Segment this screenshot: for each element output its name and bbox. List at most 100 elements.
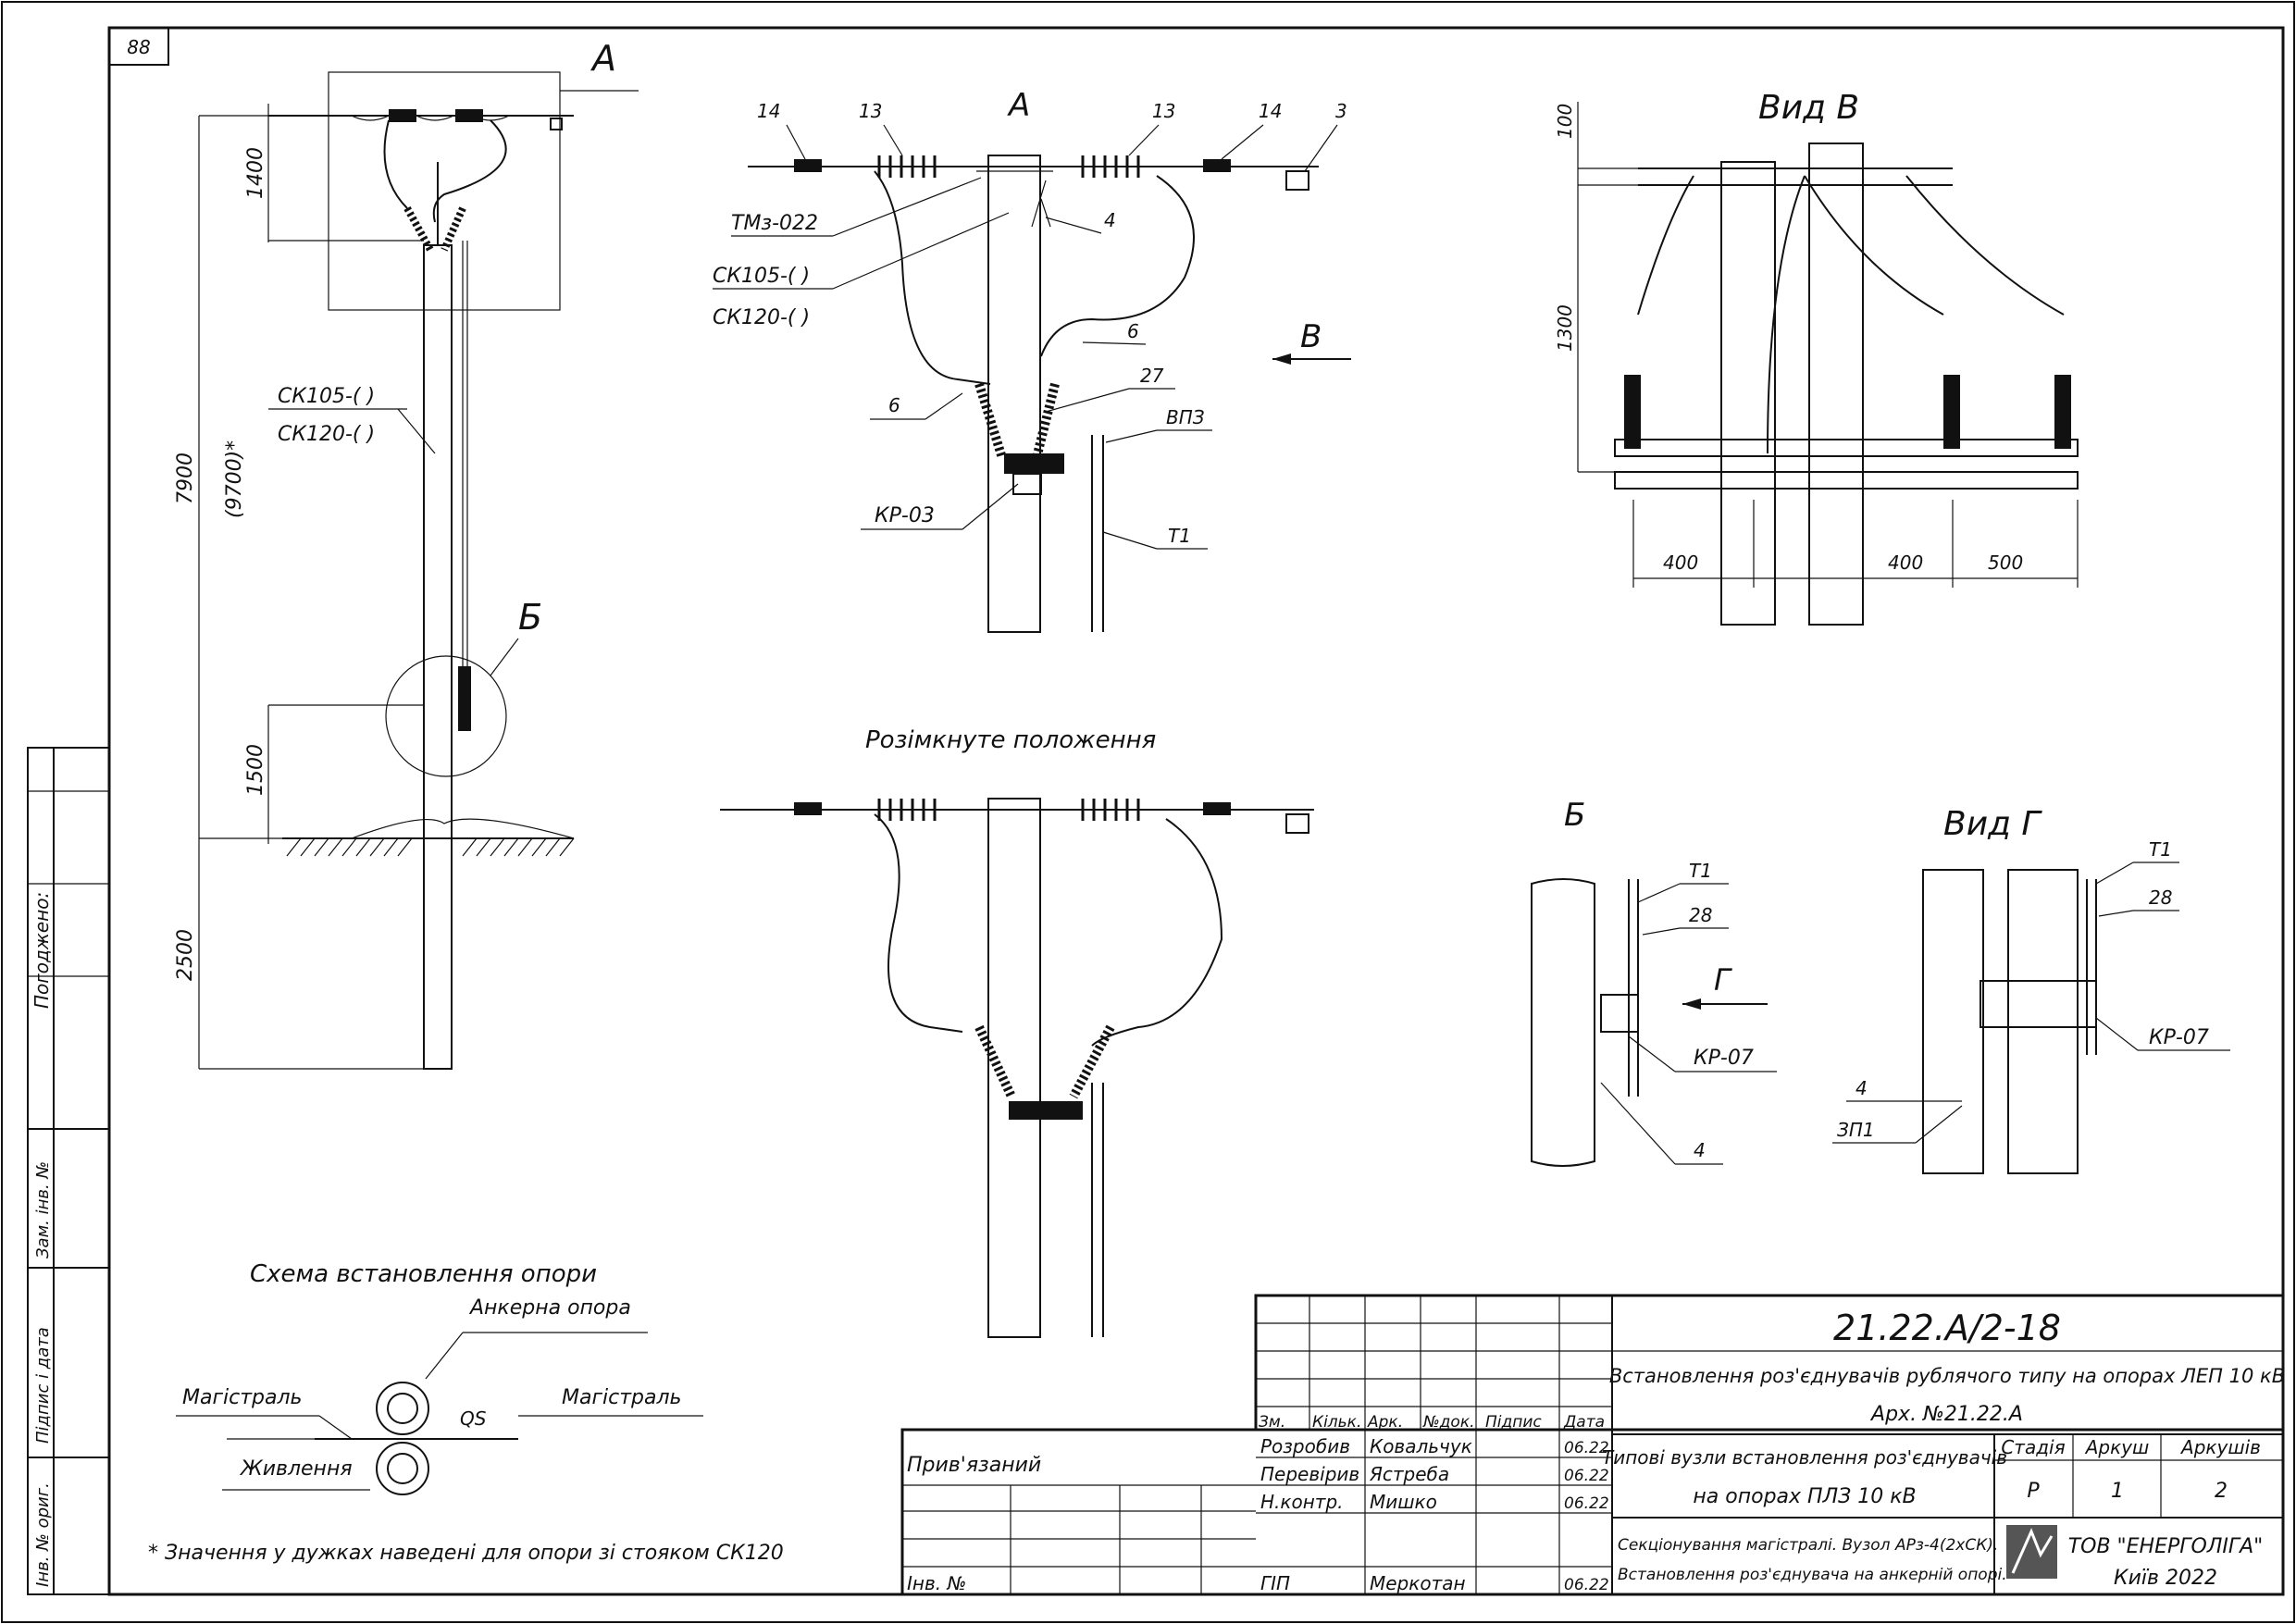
row-2-role: Н.контр. xyxy=(1260,1491,1344,1513)
view-g-t1: Т1 xyxy=(2149,838,2172,861)
title-block: Прив'язаний Інв. № Зм. Кільк. Арк. №док.… xyxy=(900,1294,2285,1596)
main-pole-label-2: СК120-( ) xyxy=(278,423,375,446)
row-1-role: Перевірив xyxy=(1260,1463,1359,1485)
row-0-name: Ковальчук xyxy=(1370,1435,1472,1457)
detail-a-vpz: ВПЗ xyxy=(1166,406,1205,428)
callout-circle-b xyxy=(385,655,507,777)
sheet-value: 1 xyxy=(2111,1480,2124,1503)
detail-a-l4: 4 xyxy=(1104,209,1116,231)
col-hdr-4: Підпис xyxy=(1485,1413,1542,1432)
view-g-title: Вид Г xyxy=(1943,805,2042,843)
callout-box-a xyxy=(328,71,561,311)
sheet-corner-number: 88 xyxy=(127,36,150,58)
scheme-main-left: Магістраль xyxy=(182,1386,303,1409)
orig-inv-label: Інв. № ориг. xyxy=(33,1482,53,1587)
view-g-zp1: ЗП1 xyxy=(1837,1119,1875,1141)
row-3-name: Меркотан xyxy=(1370,1572,1466,1594)
dim-2500: 2500 xyxy=(174,929,197,981)
row-2-date: 06.22 xyxy=(1564,1494,1609,1513)
open-position-title: Розімкнуте положення xyxy=(865,726,1156,754)
open-position-view: Розімкнуте положення xyxy=(720,726,1314,1338)
dim-7900: 7900 xyxy=(174,452,197,504)
detail-a-l6b: 6 xyxy=(888,394,900,416)
col-hdr-2: Арк. xyxy=(1367,1413,1403,1432)
view-v: Вид В 100 1300 400 400 500 xyxy=(1554,89,2079,626)
detail-b-l28: 28 xyxy=(1689,904,1712,926)
main-pole-label-1: СК105-( ) xyxy=(278,385,375,408)
col-hdr-0: Зм. xyxy=(1259,1413,1285,1432)
view-g-l4: 4 xyxy=(1855,1077,1868,1099)
scheme-supply: Живлення xyxy=(239,1457,353,1481)
drawing-code: 21.22.А/2-18 xyxy=(1833,1308,2061,1348)
detail-a-pole xyxy=(987,155,1041,633)
view-g: Вид Г Т1 28 КР-07 4 ЗП1 xyxy=(1832,805,2230,1174)
row-0-role: Розробив xyxy=(1260,1435,1350,1457)
view-g-l28: 28 xyxy=(2149,886,2172,909)
dim-100: 100 xyxy=(1554,104,1576,139)
view-g-arrow-label: Г xyxy=(1714,962,1732,998)
detail-a-t1: Т1 xyxy=(1168,525,1191,547)
detail-a-title: А xyxy=(1007,87,1030,124)
scheme-qs: QS xyxy=(460,1407,487,1430)
callout-a-label: А xyxy=(590,38,616,79)
detail-b-l4: 4 xyxy=(1694,1139,1706,1161)
dim-400b: 400 xyxy=(1888,552,1923,574)
detail-b-title: Б xyxy=(1564,797,1585,834)
scheme-main-right: Магістраль xyxy=(562,1386,682,1409)
installation-scheme: Схема встановлення опори Анкерна опора М… xyxy=(148,1260,784,1565)
subtitle-1: Типові вузли встановлення роз'єднувачів xyxy=(1602,1446,2007,1469)
row-0-date: 06.22 xyxy=(1564,1439,1609,1457)
sheets-value: 2 xyxy=(2215,1480,2228,1503)
scheme-title: Схема встановлення опори xyxy=(250,1260,597,1288)
dim-1400: 1400 xyxy=(244,147,267,199)
stage-value: Р xyxy=(2027,1480,2040,1503)
company-name: ТОВ "ЕНЕРГОЛІГА" xyxy=(2068,1535,2264,1558)
archive-no: Арх. №21.22.А xyxy=(1869,1403,2023,1426)
row-3-role: ГІП xyxy=(1260,1572,1290,1594)
footnote: * Значення у дужках наведені для опори з… xyxy=(148,1542,784,1565)
detail-a-l27: 27 xyxy=(1140,365,1164,387)
detail-a-l13b: 13 xyxy=(1152,100,1175,122)
callout-b-label: Б xyxy=(518,597,542,638)
replaced-inv-label: Зам. інв. № xyxy=(33,1161,53,1258)
dim-1300: 1300 xyxy=(1554,304,1576,352)
sheet-desc-1: Секціонування магістралі. Вузол АРз-4(2х… xyxy=(1618,1536,1998,1555)
bound-label: Прив'язаний xyxy=(907,1454,1041,1477)
sheet-desc-2: Встановлення роз'єднувача на анкерній оп… xyxy=(1618,1566,2007,1584)
detail-a-l6a: 6 xyxy=(1127,320,1139,342)
view-g-kr07: КР-07 xyxy=(2149,1026,2209,1049)
agreed-label: Погоджено: xyxy=(31,892,53,1009)
dim-1500: 1500 xyxy=(244,744,267,796)
company-city: Київ 2022 xyxy=(2114,1567,2217,1590)
left-strip: Погоджено: Зам. інв. № Підпис і дата Інв… xyxy=(27,747,110,1595)
detail-a-l13a: 13 xyxy=(859,100,882,122)
view-v-title: Вид В xyxy=(1758,89,1859,127)
hdr-sheets: Аркушів xyxy=(2179,1436,2261,1458)
view-b-arrow-label: В xyxy=(1300,318,1322,355)
detail-b-t1: Т1 xyxy=(1689,860,1712,882)
sign-date-label: Підпис і дата xyxy=(33,1327,53,1444)
drawing-title: Встановлення роз'єднувачів рублячого тип… xyxy=(1609,1365,2285,1387)
col-hdr-5: Дата xyxy=(1563,1413,1605,1432)
detail-a-kr03: КР-03 xyxy=(875,504,935,527)
scheme-anchor: Анкерна опора xyxy=(468,1296,631,1320)
subtitle-2: на опорах ПЛЗ 10 кВ xyxy=(1693,1485,1916,1508)
hdr-stage: Стадія xyxy=(2001,1436,2065,1458)
col-hdr-3: №док. xyxy=(1422,1413,1475,1432)
main-pole-view: А Б СК105-( ) СК120 xyxy=(174,38,639,1070)
detail-a-tmz: ТМз-022 xyxy=(731,212,818,235)
detail-a: А 14 13 13 14 3 ТМз-022 xyxy=(713,87,1351,633)
dim-400a: 400 xyxy=(1663,552,1698,574)
detail-a-sk120: СК120-( ) xyxy=(713,306,810,329)
inv-no-label: Інв. № xyxy=(907,1572,966,1594)
detail-b-kr07: КР-07 xyxy=(1694,1047,1754,1070)
hdr-sheet: Аркуш xyxy=(2084,1436,2150,1458)
row-1-date: 06.22 xyxy=(1564,1467,1609,1485)
detail-b: Б Т1 28 Г КР-07 4 xyxy=(1531,797,1777,1167)
row-3-date: 06.22 xyxy=(1564,1576,1609,1594)
detail-a-sk105: СК105-( ) xyxy=(713,265,810,288)
row-2-name: Мишко xyxy=(1370,1491,1437,1513)
col-hdr-1: Кільк. xyxy=(1312,1413,1361,1432)
